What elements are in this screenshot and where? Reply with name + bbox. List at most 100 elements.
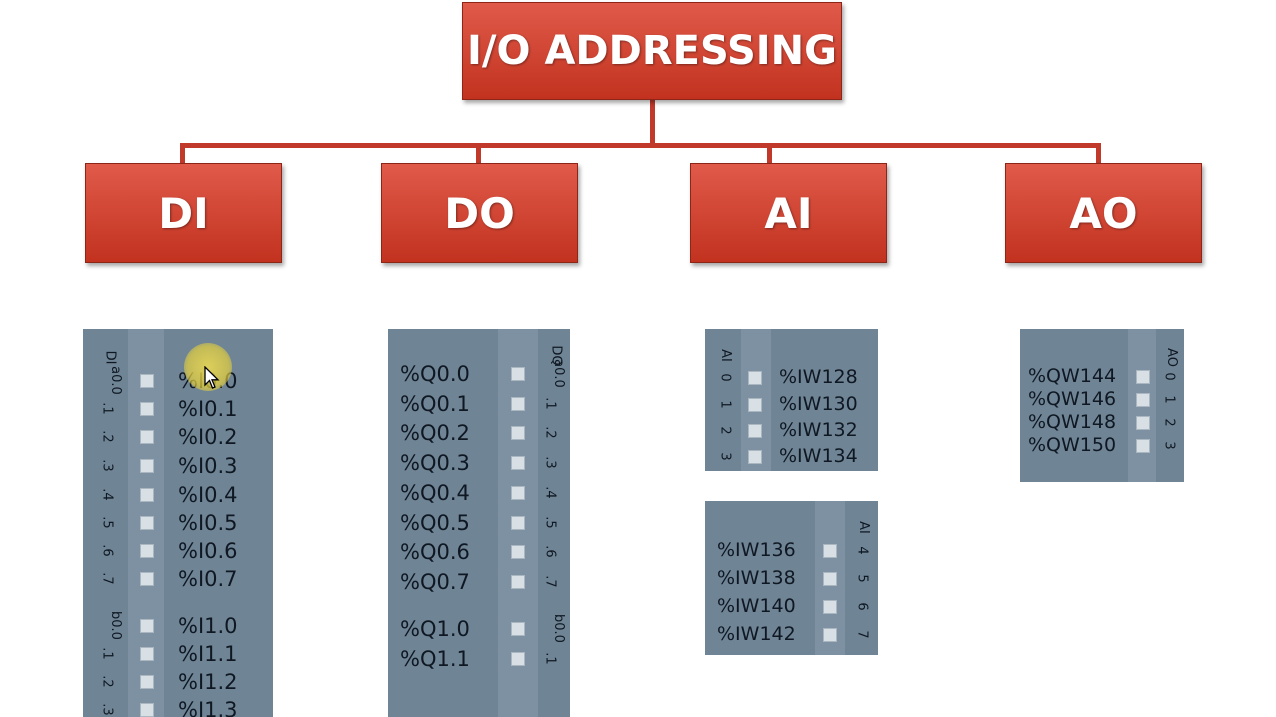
di-module: DI %I0.0a0.0%I0.1.1%I0.2.2%I0.3.3%I0.4.4… [83, 329, 273, 717]
cursor-highlight [184, 343, 232, 391]
address-label: %I1.2 [178, 670, 238, 694]
address-label: %I1.3 [178, 698, 238, 717]
channel-label: 7 [854, 630, 870, 639]
address-label: %IW134 [779, 445, 858, 467]
channel-label: 3 [1161, 441, 1177, 450]
address-label: %QW148 [1028, 411, 1117, 433]
address-label: %I0.7 [178, 567, 238, 591]
channel-label: .7 [99, 572, 115, 585]
connector-di [180, 143, 185, 165]
channel-label: .7 [542, 575, 558, 588]
status-led [140, 459, 154, 473]
channel-label: .2 [542, 426, 558, 439]
channel-label: 2 [1161, 418, 1177, 427]
channel-label: 3 [717, 452, 733, 461]
channel-label: b0.0 [550, 614, 566, 643]
channel-label: .1 [542, 652, 558, 665]
address-label: %Q0.0 [400, 362, 470, 386]
category-label-ai: AI [764, 188, 813, 238]
ao-module: AO %QW144 0 %QW146 1 %QW148 2 %QW150 3 [1020, 329, 1184, 482]
category-label-di: DI [158, 188, 209, 238]
address-label: %Q0.3 [400, 451, 470, 475]
address-label: %IW142 [717, 623, 796, 645]
channel-label: a0.0 [107, 366, 123, 395]
address-label: %QW144 [1028, 365, 1117, 387]
category-label-do: DO [444, 188, 515, 238]
title-box: I/O ADDRESSING [462, 2, 842, 100]
channel-label: .1 [542, 397, 558, 410]
category-box-di: DI [85, 163, 282, 263]
connector-trunk [650, 98, 655, 146]
channel-label: .1 [99, 647, 115, 660]
connector-ao [1096, 143, 1101, 165]
address-label: %I1.0 [178, 614, 238, 638]
status-led [140, 430, 154, 444]
category-box-ao: AO [1005, 163, 1202, 263]
status-led [140, 402, 154, 416]
status-led [748, 424, 762, 438]
address-label: %Q0.2 [400, 421, 470, 445]
status-led [748, 398, 762, 412]
address-label: %I0.4 [178, 483, 238, 507]
channel-label: .4 [99, 488, 115, 501]
address-label: %I0.3 [178, 454, 238, 478]
channel-label: .3 [542, 456, 558, 469]
address-label: %I0.5 [178, 511, 238, 535]
channel-label: .5 [99, 516, 115, 529]
status-led [823, 628, 837, 642]
channel-label: 0 [1161, 372, 1177, 381]
category-box-do: DO [381, 163, 578, 263]
channel-label: a0.0 [550, 359, 566, 388]
status-led [511, 652, 525, 666]
status-led [140, 675, 154, 689]
channel-label: 5 [854, 574, 870, 583]
address-label: %QW150 [1028, 434, 1117, 456]
address-label: %Q0.5 [400, 511, 470, 535]
address-label: %Q1.1 [400, 647, 470, 671]
channel-label: .6 [99, 544, 115, 557]
address-label: %Q1.0 [400, 617, 470, 641]
status-led [1136, 416, 1150, 430]
status-led [511, 456, 525, 470]
status-led [140, 374, 154, 388]
status-led [748, 450, 762, 464]
address-label: %IW132 [779, 419, 858, 441]
status-led [511, 575, 525, 589]
channel-label: 4 [854, 546, 870, 555]
address-label: %I1.1 [178, 642, 238, 666]
status-led [511, 622, 525, 636]
status-led [748, 371, 762, 385]
connector-ai [767, 143, 772, 165]
status-led [1136, 393, 1150, 407]
address-label: %Q0.1 [400, 392, 470, 416]
title-text: I/O ADDRESSING [467, 28, 837, 74]
di-module-header: DI [102, 350, 118, 365]
channel-label: .5 [542, 516, 558, 529]
status-led [823, 544, 837, 558]
address-label: %I0.6 [178, 539, 238, 563]
category-box-ai: AI [690, 163, 887, 263]
ao-module-header: AO [1163, 348, 1179, 367]
status-led [140, 647, 154, 661]
address-label: %Q0.4 [400, 481, 470, 505]
ai-module-2-header: AI [855, 521, 871, 534]
status-led [1136, 370, 1150, 384]
address-label: %IW128 [779, 366, 858, 388]
channel-label: .1 [99, 402, 115, 415]
address-label: %IW140 [717, 595, 796, 617]
status-led [140, 572, 154, 586]
channel-label: 2 [717, 426, 733, 435]
channel-label: .2 [99, 675, 115, 688]
address-label: %IW136 [717, 539, 796, 561]
channel-label: 1 [1161, 395, 1177, 404]
address-label: %QW146 [1028, 388, 1117, 410]
address-label: %Q0.7 [400, 570, 470, 594]
address-label: %IW130 [779, 393, 858, 415]
connector-do [476, 143, 481, 165]
category-label-ao: AO [1069, 188, 1138, 238]
status-led [140, 703, 154, 717]
status-led [511, 367, 525, 381]
address-label: %Q0.6 [400, 540, 470, 564]
